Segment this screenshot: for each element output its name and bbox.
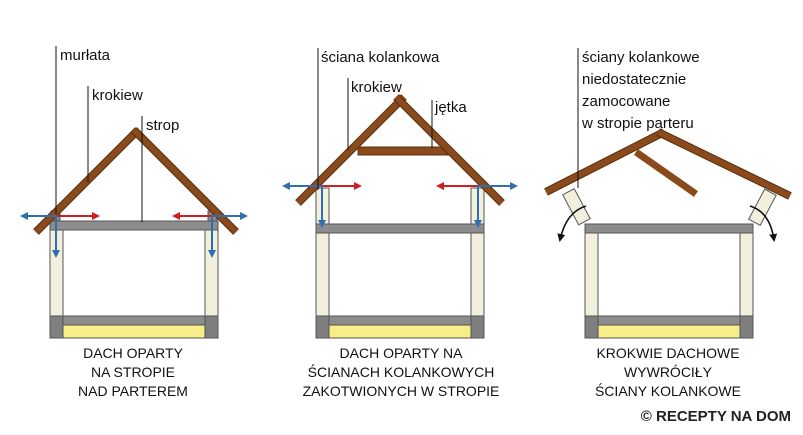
panel-1-foundation-right (204, 315, 219, 339)
panel-3-failed-knee-walls: ściany kolankowe niedostatecznie zamocow… (544, 48, 792, 399)
panel-2-foundation-left (315, 315, 330, 339)
panel-1-floor-slab (62, 315, 206, 326)
panel-3-knee-wall-right-tilted (748, 188, 777, 226)
panel-3-wall-left (584, 232, 599, 317)
panel-1-caption-line-3: NAD PARTEREM (78, 383, 188, 399)
panel-1-caption-line-2: NA STROPIE (91, 364, 175, 380)
panel-2-wall-left (315, 232, 330, 317)
panel-3-floor-slab (597, 315, 741, 326)
watermark: © RECEPTY NA DOM (641, 408, 791, 425)
panel-1-label-murlata: murłata (60, 47, 111, 64)
panel-3-caption-line-2: WYWRÓCIŁY (624, 364, 713, 380)
panel-1-roof-on-ceiling: murłata krokiew strop DACH OPARTY NA STR… (20, 46, 248, 399)
panel-2-caption-line-1: DACH OPARTY NA (340, 345, 464, 361)
panel-3-collar-tie-dropped (633, 149, 699, 197)
panel-2-roof-on-knee-walls: ściana kolankowa krokiew jętka DACH OPAR… (282, 48, 518, 399)
panel-3-rotation-arrow-left (557, 205, 587, 242)
panel-2-wall-right (470, 232, 485, 317)
panel-2-floor-slab (328, 315, 472, 326)
panel-1-foundation-left (49, 315, 64, 339)
panel-3-rafter-right-fill (656, 129, 792, 199)
panel-3-floor-fill (597, 324, 741, 339)
panel-2-label-knee-wall: ściana kolankowa (321, 49, 440, 66)
panel-1-floor-fill (62, 324, 206, 339)
panel-3-caption-line-1: KROKWIE DACHOWE (596, 345, 739, 361)
panel-3-foundation-left (584, 315, 599, 339)
panel-3-caption-line-3: ŚCIANY KOLANKOWE (595, 382, 741, 399)
panel-3-label-line-1: ściany kolankowe (582, 49, 700, 66)
panel-3-wall-right (739, 232, 754, 317)
panel-3-label-line-4: w stropie parteru (581, 115, 694, 132)
panel-1-caption-line-1: DACH OPARTY (83, 345, 183, 361)
panel-3-rotation-arrow-right (749, 205, 778, 242)
panel-3-rafter-left-fill (544, 129, 666, 195)
panel-3-ceiling-slab (584, 223, 754, 234)
panel-2-label-jetka: jętka (434, 99, 467, 116)
panel-3-knee-wall-left-tilted (562, 188, 591, 226)
panel-3-foundation-right (739, 315, 754, 339)
panel-1-label-strop: strop (146, 117, 179, 134)
panel-2-ceiling-slab (315, 223, 485, 234)
panel-2-label-krokiew: krokiew (351, 79, 402, 96)
panel-3-label-line-2: niedostatecznie (582, 71, 686, 88)
panel-2-floor-fill (328, 324, 472, 339)
panel-2-caption-line-2: ŚCIANACH KOLANKOWYCH (308, 363, 495, 380)
panel-1-ceiling-slab (49, 220, 219, 231)
panel-2-caption-line-3: ZAKOTWIONYCH W STROPIE (303, 383, 500, 399)
panel-3-label-line-3: zamocowane (582, 93, 670, 110)
panel-2-collar-tie (357, 146, 449, 156)
panel-2-foundation-right (470, 315, 485, 339)
panel-1-label-krokiew: krokiew (92, 87, 143, 104)
